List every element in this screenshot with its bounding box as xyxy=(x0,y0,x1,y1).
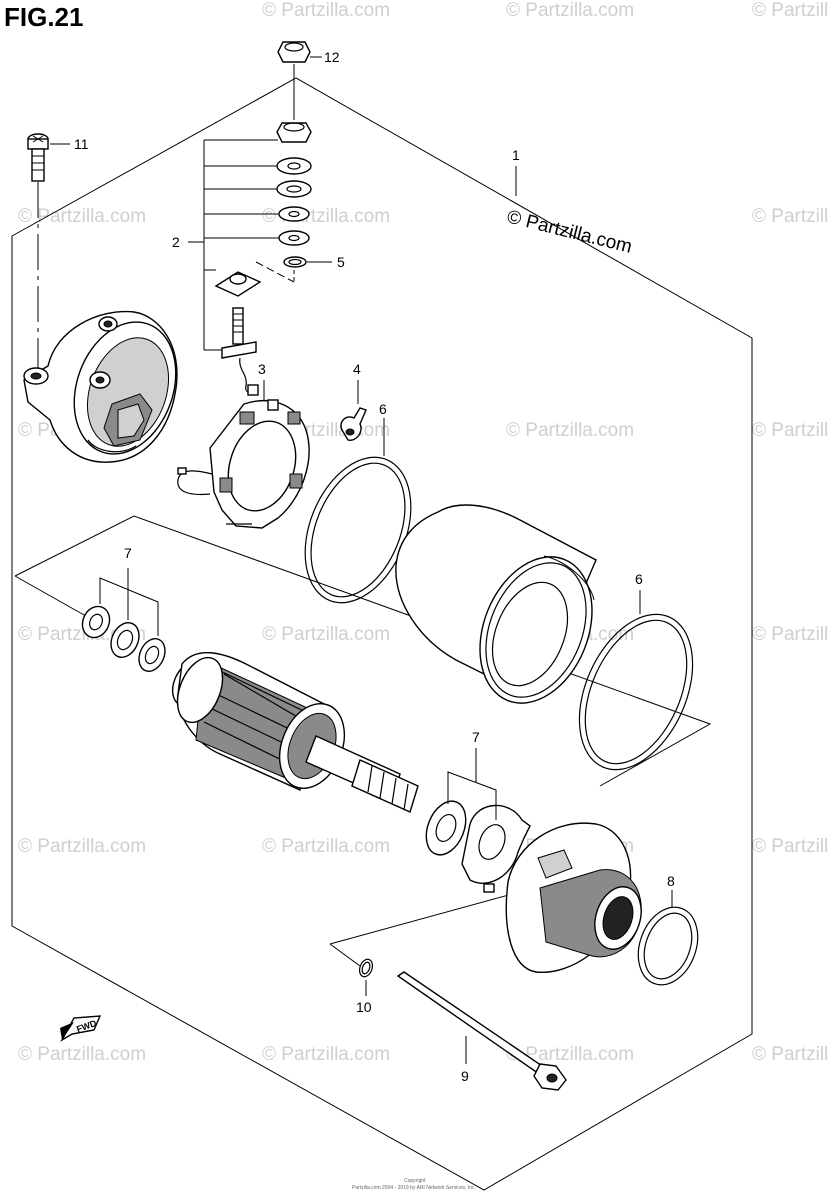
fwd-arrow-icon: FWD xyxy=(60,1015,102,1042)
callout-7-upper: 7 xyxy=(124,545,132,561)
watermark: © Partzilla.com xyxy=(752,206,828,227)
bolt-part-11 xyxy=(27,133,49,370)
copyright-line: Partzilla.com 2004 - 2019 by ARI Network… xyxy=(352,1185,476,1191)
callout-5: 5 xyxy=(337,254,345,270)
callout-11: 11 xyxy=(74,136,89,152)
callout-6-upper: 6 xyxy=(379,401,387,417)
o-ring-part-8 xyxy=(637,906,699,986)
front-bracket xyxy=(505,822,642,973)
watermark: © Partzilla.com xyxy=(18,836,146,857)
watermark: © Partzilla.com xyxy=(262,0,390,21)
o-ring-part-6-lower xyxy=(578,613,694,771)
watermark: © Partzilla.com xyxy=(752,0,828,21)
watermark: © Partzilla.com xyxy=(752,1044,828,1065)
watermark: © Partzilla.com xyxy=(752,420,828,441)
armature xyxy=(171,651,419,813)
watermark: © Partzilla.com xyxy=(262,624,390,645)
watermark: © Partzilla.com xyxy=(752,836,828,857)
copyright-line: Copyright xyxy=(404,1178,426,1184)
washer-set-part-7-lower xyxy=(425,771,531,893)
figure-title: FIG.21 xyxy=(4,2,84,32)
watermark: © Partzilla.com xyxy=(506,1044,634,1065)
callout-3: 3 xyxy=(258,361,266,377)
through-bolt-part-9 xyxy=(396,971,567,1091)
brand-mark: © Partzilla.com xyxy=(505,206,634,257)
callout-9: 9 xyxy=(461,1068,469,1084)
watermark: © Partzilla.com xyxy=(506,420,634,441)
watermark: © Partzilla.com xyxy=(262,836,390,857)
starter-assembly-outline xyxy=(11,77,753,1191)
callout-10: 10 xyxy=(356,999,372,1015)
callout-4: 4 xyxy=(353,361,361,377)
yoke-housing xyxy=(395,504,597,704)
watermark: © Partzilla.com xyxy=(18,206,146,227)
leader-line xyxy=(329,943,361,967)
brush-plate-part-3 xyxy=(177,399,310,529)
watermark: © Partzilla.com xyxy=(752,624,828,645)
callout-12: 12 xyxy=(324,49,340,65)
callout-6-lower: 6 xyxy=(635,571,643,587)
callout-1: 1 xyxy=(512,147,520,163)
watermark: © Partzilla.com xyxy=(18,1044,146,1065)
terminal-kit-part-2 xyxy=(203,122,312,396)
rear-cover xyxy=(23,310,178,463)
callout-8: 8 xyxy=(667,873,675,889)
washer-set-part-7-upper xyxy=(81,568,166,672)
nut-part-12 xyxy=(277,41,311,120)
o-ring-part-10 xyxy=(358,958,374,978)
clip-part-4 xyxy=(340,407,367,441)
callout-7-lower: 7 xyxy=(472,729,480,745)
watermark: © Partzilla.com xyxy=(262,1044,390,1065)
watermark: © Partzilla.com xyxy=(506,0,634,21)
callout-2: 2 xyxy=(172,234,180,250)
